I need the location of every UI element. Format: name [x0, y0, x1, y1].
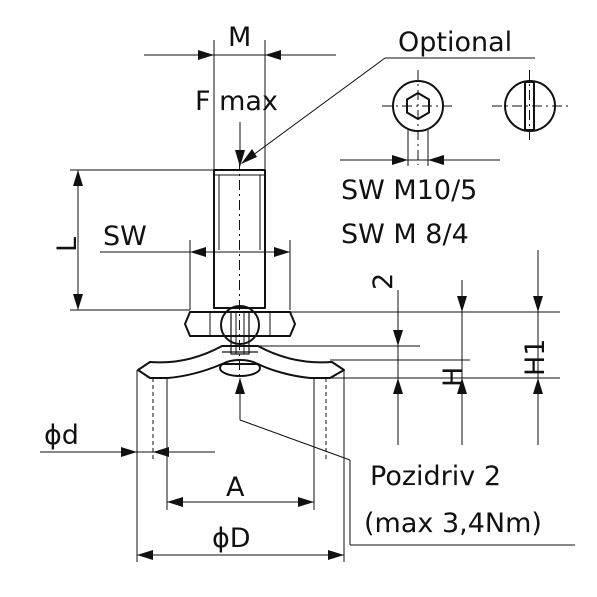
h1-label: H1: [520, 339, 551, 376]
a-dimension: [167, 497, 314, 507]
f-max-label: F max: [195, 86, 278, 117]
d-large-dimension: [137, 550, 344, 560]
two-label: 2: [368, 273, 399, 290]
sw-m10-label: SW M10/5: [341, 175, 477, 206]
f-max-arrow: [235, 122, 245, 167]
sw-label: SW: [103, 221, 147, 252]
torque-label: (max 3,4Nm): [364, 508, 542, 539]
slotted-head-icon: [492, 70, 568, 142]
l-label: L: [52, 237, 83, 252]
pozidriv-leader: [235, 378, 575, 546]
d-small-dimension: [40, 447, 215, 457]
h-dimension: [457, 280, 467, 445]
height-extension-lines: [258, 311, 560, 379]
threaded-stud: [213, 160, 266, 390]
h-label: H: [438, 367, 469, 387]
optional-views: [241, 57, 568, 166]
two-dimension: [393, 290, 403, 445]
pozidriv-label: Pozidriv 2: [370, 461, 501, 492]
h1-dimension: [533, 250, 543, 445]
base-extension-lines: [136, 370, 345, 562]
base-plate: [137, 345, 345, 379]
m-dimension: [144, 40, 336, 170]
d-large-label: ϕD: [212, 523, 251, 554]
d-small-label: ϕd: [44, 420, 79, 451]
sw-dimension: [100, 240, 291, 310]
a-label: A: [226, 472, 245, 503]
optional-label: Optional: [398, 27, 512, 58]
hex-socket-icon: [382, 70, 455, 165]
sw-m8-label: SW M 8/4: [341, 219, 469, 250]
m-label: M: [228, 22, 251, 53]
l-dimension: [70, 169, 214, 311]
